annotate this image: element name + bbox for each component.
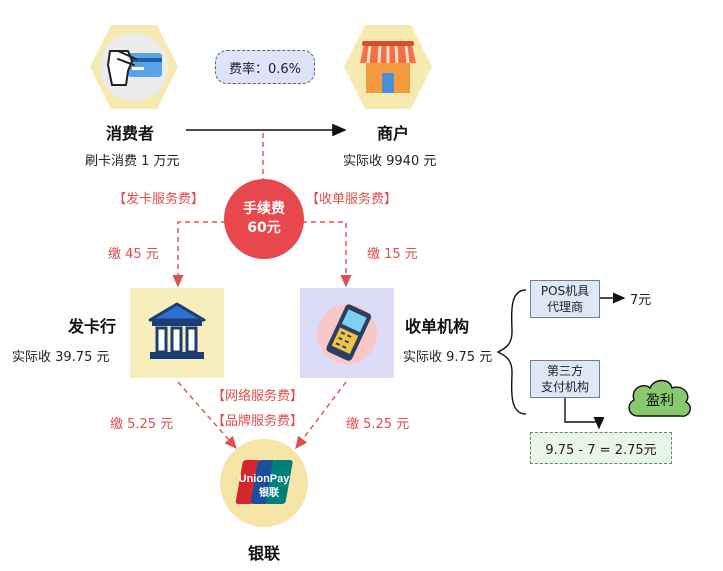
profit-text: 盈利	[646, 393, 674, 409]
merchant-title: 商户	[377, 124, 410, 143]
pay-unionpay-left-label: 缴 5.25 元	[110, 417, 174, 432]
unionpay-logo-en: UnionPay	[239, 473, 291, 485]
fee-rate-badge: 费率：0.6%	[215, 50, 315, 84]
fee-title: 手续费	[243, 201, 285, 217]
card-swipe-icon	[90, 25, 178, 109]
pos-agent-amount: 7元	[630, 293, 652, 308]
unionpay-logo-cn: 银联	[259, 486, 279, 499]
unionpay-title: 银联	[248, 544, 281, 563]
acquirer-desc: 实际收 9.75 元	[403, 350, 493, 365]
acquirer-title: 收单机构	[405, 317, 470, 336]
arrow-issuer-unionpay	[177, 381, 237, 450]
pos-agent-line2: 代理商	[546, 300, 583, 314]
fee-rate-text: 费率：0.6%	[228, 61, 302, 77]
pay-issuer-label: 缴 45 元	[108, 247, 159, 262]
arrow-fee-issuer	[172, 221, 226, 288]
issuer-desc: 实际收 39.75 元	[12, 350, 110, 365]
brace	[496, 289, 527, 415]
merchant-desc: 实际收 9940 元	[343, 154, 437, 169]
unionpay-logo: UnionPay 银联	[220, 439, 308, 527]
fee-amount: 60元	[247, 220, 281, 236]
pay-unionpay-right-label: 缴 5.25 元	[346, 417, 410, 432]
profit-formula-text: 9.75 - 7 = 2.75元	[545, 442, 657, 458]
acquirer-service-label: 【收单服务费】	[306, 192, 398, 207]
pos-agent-line1: POS机具	[540, 284, 590, 298]
fee-circle: 手续费 60元	[224, 179, 304, 259]
arrow-fee-acquirer	[302, 221, 352, 288]
pay-acquirer-label: 缴 15 元	[367, 247, 418, 262]
store-icon	[344, 25, 432, 109]
profit-formula: 9.75 - 7 = 2.75元	[530, 432, 672, 464]
brand-service-label: 【品牌服务费】	[212, 414, 304, 429]
third-party-line2: 支付机构	[540, 380, 589, 394]
pos-agent-box: POS机具 代理商	[530, 280, 600, 318]
third-party-line1: 第三方	[546, 364, 583, 378]
issuer-service-label: 【发卡服务费】	[113, 192, 205, 207]
issuer-title: 发卡行	[68, 317, 117, 336]
arrow-third-party-formula	[564, 396, 605, 430]
arrow-acquirer-unionpay	[295, 381, 347, 450]
bank-icon	[148, 302, 206, 359]
consumer-title: 消费者	[106, 124, 155, 143]
profit-cloud-icon: 盈利	[628, 379, 691, 417]
network-service-label: 【网络服务费】	[212, 389, 304, 404]
pos-terminal-icon	[317, 304, 377, 364]
third-party-box: 第三方 支付机构	[530, 360, 600, 398]
consumer-desc: 刷卡消费 1 万元	[85, 154, 180, 169]
